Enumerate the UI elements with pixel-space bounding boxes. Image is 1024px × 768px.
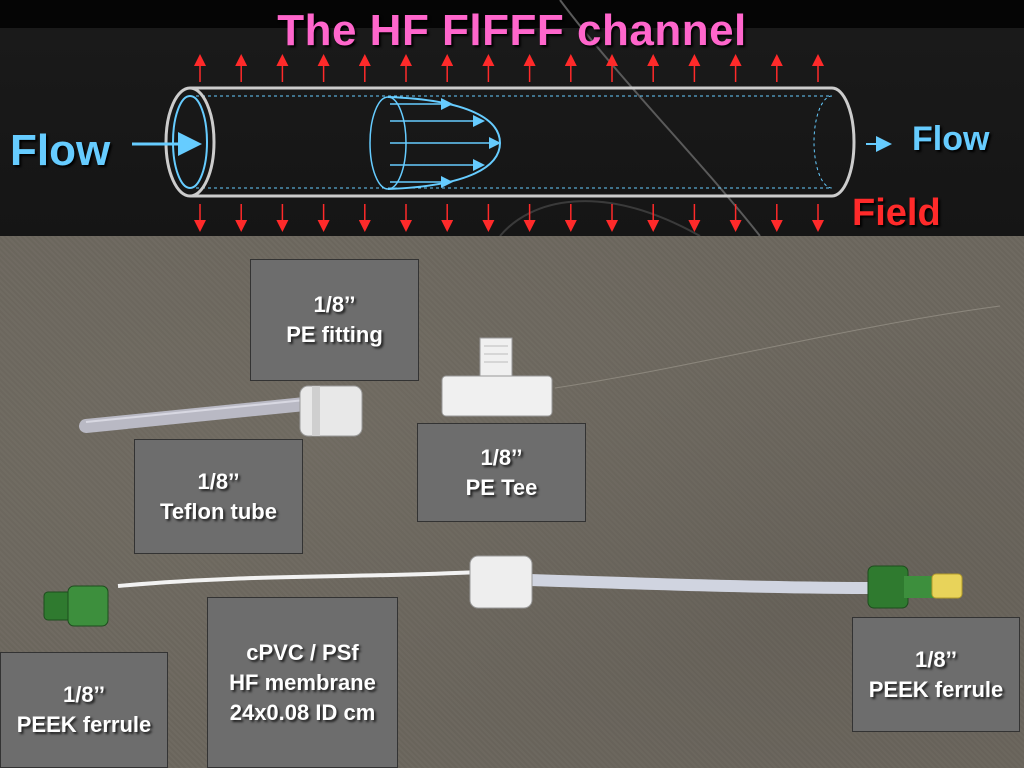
callout-peek-ferrule-right: 1/8’’ PEEK ferrule bbox=[852, 617, 1020, 732]
center-fitting bbox=[469, 555, 533, 609]
hf-membrane-jacket bbox=[529, 574, 881, 594]
callout-line: 24x0.08 ID cm bbox=[229, 699, 376, 725]
callout-line: cPVC / PSf bbox=[246, 639, 359, 665]
field-arrows-up bbox=[194, 54, 824, 82]
callout-teflon-tube: 1/8’’ Teflon tube bbox=[134, 439, 303, 554]
pe-tee-stem bbox=[479, 337, 513, 381]
tube-outlet-rim bbox=[831, 86, 856, 198]
channel-diagram bbox=[132, 0, 892, 236]
flow-in-label: Flow bbox=[10, 126, 111, 175]
callout-line: 1/8’’ bbox=[915, 646, 957, 672]
pe-tee-body bbox=[441, 375, 553, 417]
callout-line: PEEK ferrule bbox=[16, 712, 152, 737]
callout-line: 1/8’’ bbox=[197, 468, 240, 494]
peek-ferrule-right-part bbox=[867, 565, 909, 609]
callout-line: PE fitting bbox=[286, 322, 383, 347]
yellow-tip bbox=[931, 573, 963, 599]
background-curve bbox=[499, 200, 701, 236]
callout-line: Teflon tube bbox=[160, 498, 277, 524]
callout-hf-membrane: cPVC / PSf HF membrane 24x0.08 ID cm bbox=[207, 597, 398, 768]
pe-fitting-facet bbox=[312, 386, 320, 436]
callout-line: HF membrane bbox=[229, 669, 376, 695]
pe-fitting bbox=[299, 385, 363, 437]
peek-ferrule-right-nut bbox=[904, 576, 934, 598]
slide-title: The HF FlFFF channel bbox=[277, 6, 747, 55]
hf-membrane bbox=[117, 570, 479, 588]
callout-line: 1/8’’ bbox=[63, 682, 105, 707]
callout-pe-tee: 1/8’’ PE Tee bbox=[417, 423, 586, 522]
tube-inlet-rim bbox=[164, 86, 216, 198]
callout-line: PE Tee bbox=[465, 474, 538, 500]
field-arrows-down bbox=[194, 204, 824, 232]
peek-ferrule-left-nut bbox=[67, 585, 109, 627]
hair-line bbox=[554, 305, 1001, 389]
callout-line: 1/8’’ bbox=[480, 444, 523, 470]
callout-pe-fitting: 1/8’’ PE fitting bbox=[250, 259, 419, 381]
flow-out-label: Flow bbox=[912, 120, 990, 158]
channel-diagram-band: The HF FlFFF channel Flow Flow Field bbox=[0, 0, 1024, 236]
callout-line: 1/8’’ bbox=[313, 292, 356, 317]
field-label: Field bbox=[852, 192, 941, 234]
components-illustration bbox=[43, 305, 1001, 627]
tube-outlet-membrane bbox=[813, 95, 833, 189]
teflon-tube bbox=[79, 397, 312, 433]
teflon-tube-highlight bbox=[85, 399, 306, 423]
callout-line: PEEK ferrule bbox=[868, 676, 1004, 702]
tube-inlet-membrane bbox=[172, 95, 208, 189]
velocity-arrows bbox=[390, 98, 501, 188]
callout-peek-ferrule-left: 1/8’’ PEEK ferrule bbox=[0, 652, 168, 768]
